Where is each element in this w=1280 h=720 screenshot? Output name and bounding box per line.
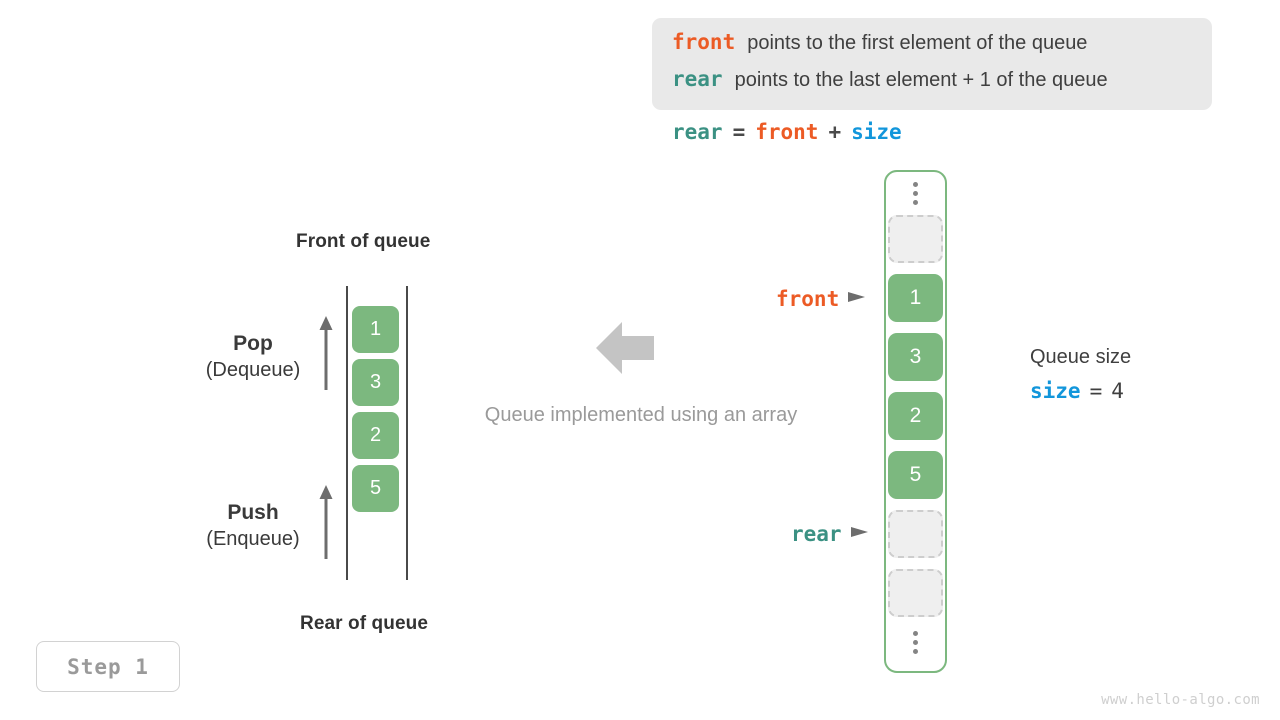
array-cells-group: 1 3 2 5 bbox=[888, 170, 943, 673]
array-cell-empty bbox=[888, 215, 943, 263]
center-caption: Queue implemented using an array bbox=[484, 404, 798, 426]
size-value: 4 bbox=[1111, 379, 1124, 403]
size-equals-sign: = bbox=[1089, 379, 1103, 403]
stack-rail-left bbox=[346, 286, 348, 580]
pointer-front: front bbox=[776, 287, 866, 311]
legend-keyword-rear: rear bbox=[672, 67, 723, 91]
pop-operation-label: Pop (Dequeue) bbox=[168, 331, 338, 383]
stack-cell: 5 bbox=[352, 465, 399, 512]
pointer-rear-triangle-icon bbox=[850, 525, 868, 544]
array-cell-filled: 1 bbox=[888, 274, 943, 322]
formula-term-front: front bbox=[755, 120, 819, 144]
array-cell-filled: 5 bbox=[888, 451, 943, 499]
legend-text-rear: points to the last element + 1 of the qu… bbox=[734, 69, 1108, 91]
pointer-rear: rear bbox=[791, 522, 868, 546]
watermark: www.hello-algo.com bbox=[1101, 692, 1260, 708]
array-cell-filled: 3 bbox=[888, 333, 943, 381]
formula-equals-sign: = bbox=[732, 120, 746, 144]
array-cell-empty bbox=[888, 569, 943, 617]
push-subtitle: (Enqueue) bbox=[206, 528, 300, 551]
pointer-front-triangle-icon bbox=[848, 290, 866, 309]
legend-line-rear: rear points to the last element + 1 of t… bbox=[672, 67, 1192, 104]
queue-size-expression: size = 4 bbox=[1030, 379, 1131, 403]
vertical-dots-icon-bottom bbox=[888, 625, 943, 659]
stack-cell: 1 bbox=[352, 306, 399, 353]
left-arrow-icon bbox=[596, 322, 654, 379]
legend-line-front: front points to the first element of the… bbox=[672, 30, 1192, 67]
dot bbox=[913, 630, 918, 636]
stack-cell: 3 bbox=[352, 359, 399, 406]
formula-plus-sign: + bbox=[828, 120, 842, 144]
pointer-rear-label: rear bbox=[791, 522, 842, 546]
dot bbox=[913, 199, 918, 205]
formula-lhs-rear: rear bbox=[672, 120, 723, 144]
legend-text-front: points to the first element of the queue bbox=[747, 32, 1088, 54]
queue-size-block: Queue size size = 4 bbox=[1030, 343, 1131, 403]
push-arrow-up-icon bbox=[319, 485, 333, 559]
pointer-front-label: front bbox=[776, 287, 840, 311]
legend-keyword-front: front bbox=[672, 30, 736, 54]
rear-of-queue-label: Rear of queue bbox=[300, 613, 428, 634]
front-of-queue-label: Front of queue bbox=[296, 231, 431, 252]
array-cell-empty bbox=[888, 510, 943, 558]
pop-title: Pop bbox=[233, 332, 273, 355]
dot bbox=[913, 639, 918, 645]
dot bbox=[913, 648, 918, 654]
pop-arrow-up-icon bbox=[319, 316, 333, 390]
legend-box: front points to the first element of the… bbox=[652, 18, 1212, 110]
array-cell-filled: 2 bbox=[888, 392, 943, 440]
dot bbox=[913, 190, 918, 196]
stack-rail-right bbox=[406, 286, 408, 580]
queue-size-title: Queue size bbox=[1030, 346, 1132, 368]
array-container bbox=[884, 170, 947, 673]
push-operation-label: Push (Enqueue) bbox=[168, 500, 338, 552]
pop-subtitle: (Dequeue) bbox=[205, 359, 301, 382]
dot bbox=[913, 181, 918, 187]
formula-term-size: size bbox=[851, 120, 902, 144]
push-title: Push bbox=[227, 501, 279, 524]
size-variable: size bbox=[1030, 379, 1081, 403]
formula-rear-equals-front-plus-size: rear = front + size bbox=[672, 120, 902, 144]
step-badge: Step 1 bbox=[36, 641, 180, 692]
stack-cell: 2 bbox=[352, 412, 399, 459]
vertical-dots-icon-top bbox=[888, 176, 943, 210]
